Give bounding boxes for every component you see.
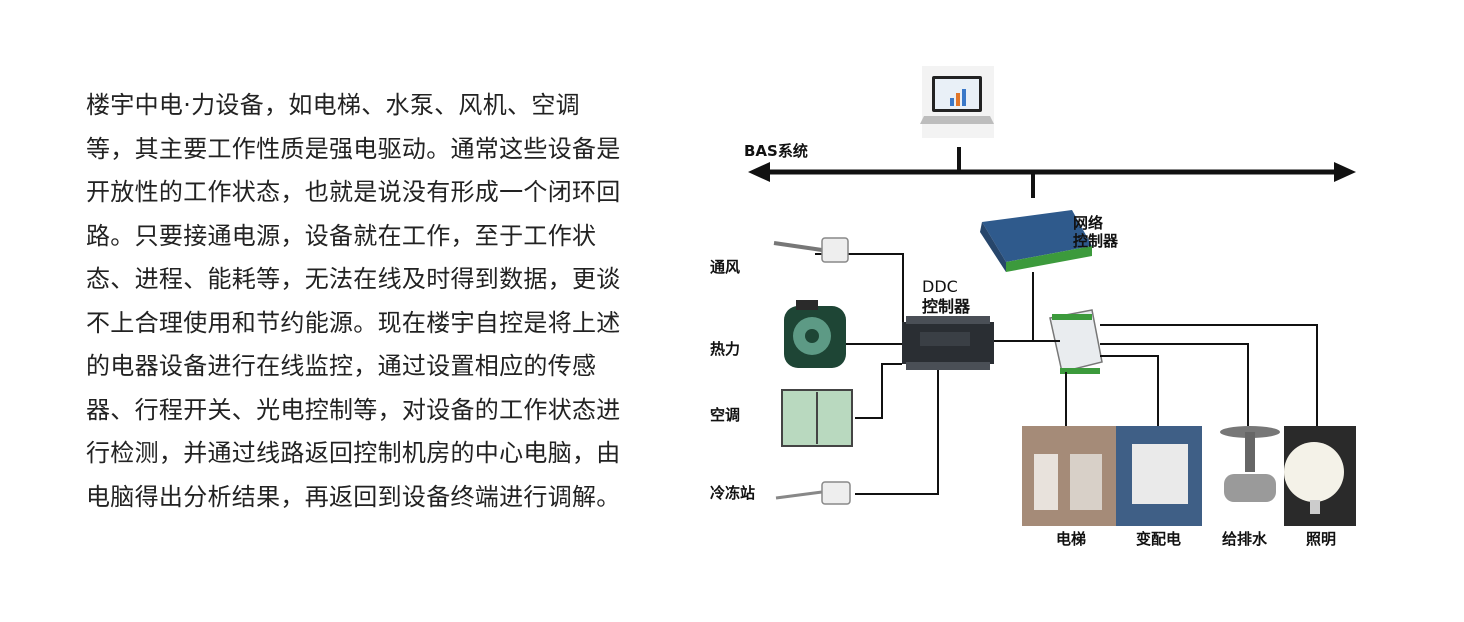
paragraph-line: 态、进程、能耗等，无法在线及时得到数据，更谈 [86, 265, 621, 293]
paragraph-line: 不上合理使用和节约能源。现在楼宇自控是将上述 [86, 308, 621, 337]
bas-system-diagram: BAS系统 网络 控制器 DDC 控制器 [710, 66, 1356, 548]
paragraph-line: 路。只要接通电源，设备就在工作，至于工作状 [86, 221, 597, 250]
paragraph-line: 开放性的工作状态，也就是说没有形成一个闭环回 [86, 178, 621, 206]
elevator-icon [1022, 426, 1116, 526]
left-device-label: 热力 [710, 340, 740, 358]
paragraph-line: 楼宇中电·力设备，如电梯、水泵、风机、空调 [86, 91, 580, 119]
paragraph-line: 的电器设备进行在线监控，通过设置相应的传感 [86, 352, 597, 380]
air-conditioner-icon [781, 389, 853, 447]
io-module-device [1049, 309, 1103, 374]
ddc-controller-device [902, 316, 994, 370]
ddc-controller-label: DDC 控制器 [922, 277, 971, 316]
network-controller-label: 网络 控制器 [1073, 214, 1119, 250]
ventilation-sensor-icon [773, 237, 849, 263]
paragraph-line: 等，其主要工作性质是强电驱动。通常这些设备是 [86, 134, 621, 163]
paragraph-line: 电脑得出分析结果，再返回到设备终端进行调解。 [86, 482, 621, 511]
bottom-device-label: 给排水 [1222, 530, 1268, 548]
bottom-device-label: 变配电 [1136, 530, 1181, 548]
laptop-icon [920, 66, 994, 138]
network-controller-device [980, 210, 1092, 272]
bas-label: BAS系统 [744, 142, 808, 160]
paragraph-line: 行检测，并通过线路返回控制机房的中心电脑，由 [86, 439, 621, 467]
valve-icon [1216, 426, 1284, 526]
left-device-label: 冷冻站 [710, 484, 755, 502]
light-bulb-icon [1284, 426, 1356, 526]
bas-bus-arrow [748, 162, 1356, 182]
substation-icon [1116, 426, 1202, 526]
paragraph-line: 器、行程开关、光电控制等，对设备的工作状态进 [86, 395, 621, 424]
bottom-device-label: 照明 [1306, 530, 1336, 548]
left-device-label: 空调 [710, 406, 740, 424]
description-paragraph: 楼宇中电·力设备，如电梯、水泵、风机、空调 等，其主要工作性质是强电驱动。通常这… [86, 84, 676, 519]
left-device-label: 通风 [710, 258, 740, 276]
heat-pump-icon [784, 300, 846, 368]
bottom-device-label: 电梯 [1056, 530, 1086, 548]
chiller-sensor-icon [775, 481, 851, 505]
